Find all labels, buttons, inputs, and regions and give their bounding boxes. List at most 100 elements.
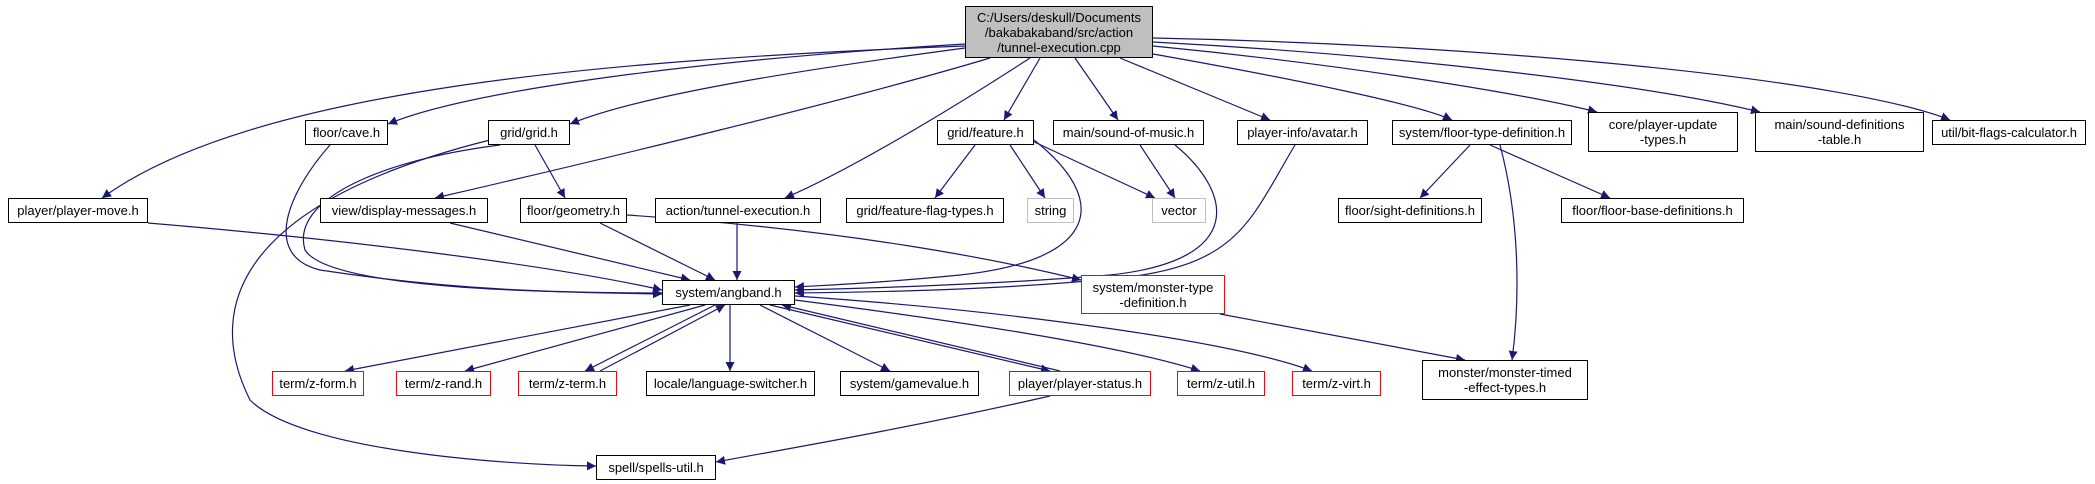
node-feature-flag[interactable]: grid/feature-flag-types.h bbox=[846, 198, 1004, 223]
node-label-line: string bbox=[1034, 203, 1067, 218]
node-label-line: main/sound-definitions bbox=[1774, 117, 1905, 132]
edge-root-to-sound-defs bbox=[1152, 41, 1761, 115]
node-spells-util[interactable]: spell/spells-util.h bbox=[596, 455, 716, 480]
edge-root-to-player-move bbox=[101, 45, 966, 199]
node-z-term[interactable]: term/z-term.h bbox=[518, 371, 617, 396]
node-label-line: /tunnel-execution.cpp bbox=[997, 39, 1121, 55]
node-label-line: term/z-rand.h bbox=[404, 376, 483, 391]
node-floor-cave[interactable]: floor/cave.h bbox=[305, 120, 388, 145]
node-label-line: -effect-types.h bbox=[1463, 380, 1547, 395]
edge-grid-feature-to-vector bbox=[1029, 139, 1156, 199]
edge-display-messages-to-angband bbox=[449, 222, 691, 283]
node-label-line: floor/floor-base-definitions.h bbox=[1572, 203, 1733, 218]
edge-sound-of-music-to-vector bbox=[1139, 144, 1176, 199]
node-angband[interactable]: system/angband.h bbox=[662, 280, 795, 305]
edge-grid-grid-to-floor-geometry bbox=[534, 144, 566, 199]
node-tunnel-h[interactable]: action/tunnel-execution.h bbox=[655, 198, 821, 223]
edge-player-status-to-spells-util bbox=[715, 395, 1051, 465]
edge-root-to-grid-feature bbox=[1003, 57, 1041, 121]
node-label-line: term/z-virt.h bbox=[1302, 376, 1371, 391]
node-gamevalue[interactable]: system/gamevalue.h bbox=[840, 371, 979, 396]
node-label-line: view/display-messages.h bbox=[331, 203, 477, 218]
node-bit-flags[interactable]: util/bit-flags-calculator.h bbox=[1932, 120, 2086, 145]
node-label-line: floor/sight-definitions.h bbox=[1344, 203, 1476, 218]
edge-angband-to-z-term bbox=[584, 304, 716, 372]
edge-player-status-to-angband bbox=[781, 302, 1061, 372]
node-label-line: player/player-move.h bbox=[17, 203, 139, 218]
node-label-line: core/player-update bbox=[1608, 117, 1718, 132]
node-grid-feature[interactable]: grid/feature.h bbox=[937, 120, 1034, 145]
node-label-line: grid/feature.h bbox=[947, 125, 1024, 140]
node-label-line: util/bit-flags-calculator.h bbox=[1941, 125, 2077, 140]
edge-grid-grid-to-spells-util bbox=[231, 139, 597, 471]
node-string[interactable]: string bbox=[1027, 198, 1074, 223]
node-z-virt[interactable]: term/z-virt.h bbox=[1292, 371, 1381, 396]
node-label-line: locale/language-switcher.h bbox=[653, 376, 808, 391]
edge-root-to-avatar bbox=[1119, 57, 1271, 121]
node-z-rand[interactable]: term/z-rand.h bbox=[396, 371, 491, 396]
edge-player-move-to-angband bbox=[147, 222, 663, 293]
edge-root-to-tunnel-h bbox=[784, 57, 1031, 199]
edge-angband-to-z-rand bbox=[464, 304, 706, 373]
node-label-line: /bakabakaband/src/action bbox=[984, 24, 1134, 40]
node-label-line: system/angband.h bbox=[675, 285, 782, 300]
edge-root-to-grid-grid bbox=[569, 47, 966, 125]
node-label-line: -definition.h bbox=[1119, 294, 1187, 310]
node-z-util[interactable]: term/z-util.h bbox=[1177, 371, 1265, 396]
node-label-line: action/tunnel-execution.h bbox=[665, 203, 811, 218]
node-display-messages[interactable]: view/display-messages.h bbox=[320, 198, 488, 223]
node-player-move[interactable]: player/player-move.h bbox=[8, 198, 148, 223]
edge-angband-to-z-util bbox=[794, 299, 1201, 373]
node-monster-timed[interactable]: monster/monster-timed-effect-types.h bbox=[1422, 360, 1588, 400]
edge-root-to-player-update bbox=[1152, 45, 1598, 115]
node-floor-base-defs[interactable]: floor/floor-base-definitions.h bbox=[1561, 198, 1744, 223]
edge-monster-type-def-to-monster-timed bbox=[1219, 313, 1466, 363]
edge-root-to-sound-of-music bbox=[1074, 57, 1119, 121]
edge-angband-to-z-form bbox=[344, 304, 691, 374]
edge-root-to-floor-type-def bbox=[1152, 53, 1453, 121]
edge-grid-feature-to-string bbox=[1009, 144, 1046, 199]
edge-floor-type-def-to-sight-defs bbox=[1419, 144, 1471, 199]
node-lang-switcher[interactable]: locale/language-switcher.h bbox=[646, 371, 815, 396]
node-root[interactable]: C:/Users/deskull/Documents/bakabakaband/… bbox=[965, 6, 1153, 58]
node-label-line: floor/cave.h bbox=[312, 125, 381, 140]
edge-root-to-floor-cave bbox=[387, 43, 966, 125]
edge-root-to-display-messages bbox=[434, 57, 991, 201]
node-label-line: system/gamevalue.h bbox=[849, 376, 970, 391]
edge-angband-to-gamevalue bbox=[759, 304, 891, 372]
node-player-update[interactable]: core/player-update-types.h bbox=[1588, 112, 1738, 152]
node-label-line: player-info/avatar.h bbox=[1247, 125, 1358, 140]
node-label-line: grid/feature-flag-types.h bbox=[856, 203, 994, 218]
node-sound-of-music[interactable]: main/sound-of-music.h bbox=[1053, 120, 1204, 145]
edge-angband-to-z-virt bbox=[794, 295, 1313, 373]
node-label-line: -types.h bbox=[1639, 132, 1687, 147]
edge-floor-type-def-to-floor-base-defs bbox=[1489, 144, 1611, 199]
node-floor-geometry[interactable]: floor/geometry.h bbox=[520, 198, 627, 223]
node-z-form[interactable]: term/z-form.h bbox=[272, 371, 364, 396]
node-label-line: -table.h bbox=[1817, 132, 1862, 147]
node-grid-grid[interactable]: grid/grid.h bbox=[488, 120, 570, 145]
edge-grid-feature-to-angband bbox=[794, 139, 1082, 291]
node-monster-type-def[interactable]: system/monster-type-definition.h bbox=[1081, 275, 1225, 314]
node-label-line: term/z-term.h bbox=[528, 376, 607, 391]
node-vector[interactable]: vector bbox=[1152, 198, 1206, 223]
node-label-line: main/sound-of-music.h bbox=[1062, 125, 1195, 140]
node-label-line: player/player-status.h bbox=[1017, 376, 1143, 391]
edge-root-to-bit-flags bbox=[1152, 37, 1951, 121]
node-label-line: vector bbox=[1161, 203, 1197, 218]
node-label-line: grid/grid.h bbox=[500, 125, 558, 140]
node-label-line: C:/Users/deskull/Documents bbox=[977, 9, 1141, 25]
node-sound-defs[interactable]: main/sound-definitions-table.h bbox=[1755, 112, 1924, 152]
node-floor-type-def[interactable]: system/floor-type-definition.h bbox=[1392, 120, 1572, 145]
edge-z-term-to-angband bbox=[599, 304, 726, 372]
edge-floor-geometry-to-angband bbox=[599, 222, 716, 281]
node-player-status[interactable]: player/player-status.h bbox=[1009, 371, 1151, 396]
node-label-line: term/z-form.h bbox=[279, 376, 357, 391]
edge-floor-type-def-to-monster-timed bbox=[1499, 144, 1518, 361]
edge-grid-feature-to-feature-flag bbox=[934, 144, 976, 199]
node-sight-defs[interactable]: floor/sight-definitions.h bbox=[1338, 198, 1482, 223]
node-label-line: term/z-util.h bbox=[1187, 376, 1255, 391]
node-label-line: system/monster-type bbox=[1092, 279, 1214, 295]
node-avatar[interactable]: player-info/avatar.h bbox=[1237, 120, 1368, 145]
